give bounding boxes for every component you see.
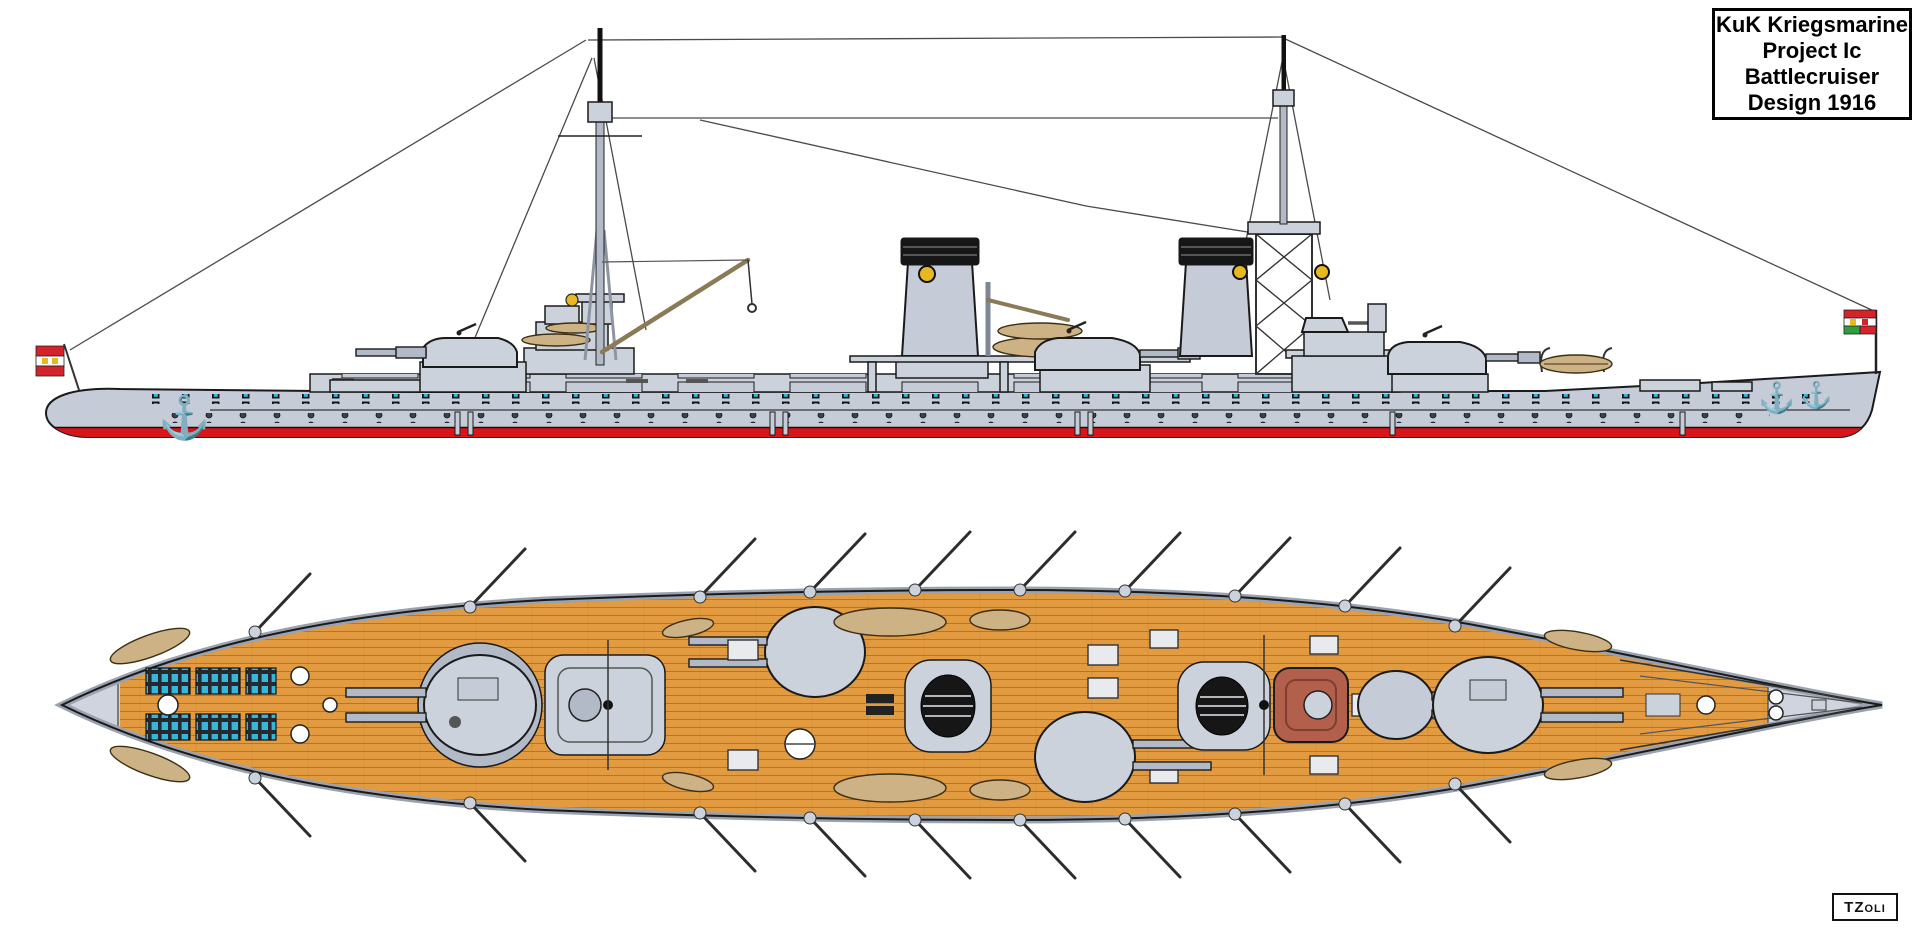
- secondary-turret: [1300, 317, 1350, 333]
- gun-barrel: [345, 687, 427, 698]
- conning-tower-top: [568, 688, 602, 722]
- deck-fittings-forward: [157, 666, 338, 744]
- capstan: [1768, 689, 1784, 705]
- rangefinder-tower: [1367, 303, 1387, 333]
- anchor-icon: ⚓: [1800, 380, 1832, 410]
- searchlight-icon: [1314, 264, 1330, 280]
- flagstaff: [63, 343, 80, 391]
- aft-superstructure: [1285, 303, 1405, 393]
- searchlight-icon: [918, 265, 936, 283]
- ship-boat: [521, 333, 591, 347]
- signature-text: TZoli: [1844, 898, 1886, 916]
- anchor-icon: ⚓: [158, 393, 210, 442]
- ship-boat: [1543, 757, 1613, 781]
- ship-boat: [833, 607, 947, 637]
- mainmast-top: [1259, 700, 1269, 710]
- deck-scuttle-row: [130, 394, 1830, 404]
- side-profile-view: ⚓ ⚓ ⚓: [35, 28, 1881, 442]
- anchor-icon: ⚓: [1758, 380, 1795, 415]
- deck-gear: [866, 706, 894, 715]
- plan-turret-a: [345, 642, 543, 768]
- rigging-lines: [69, 36, 1877, 351]
- ship-boat: [1543, 629, 1613, 653]
- ship-boat: [969, 609, 1031, 631]
- ship-boat: [833, 773, 947, 803]
- crows-nest: [1272, 89, 1295, 107]
- gun-barrel: [1132, 761, 1212, 771]
- ship-boat: [109, 745, 191, 783]
- hull-side: ⚓ ⚓ ⚓: [45, 371, 1881, 442]
- aa-gun: [457, 322, 477, 334]
- searchlight-icon: [1232, 264, 1248, 280]
- gun-barrel: [345, 712, 427, 723]
- bow-ensign-flag: [35, 343, 80, 391]
- conning-tower: [544, 305, 580, 325]
- ship-boat: [661, 617, 715, 639]
- ship-boat: [545, 322, 603, 334]
- ship-boat: [661, 771, 715, 793]
- top-plan-view: [40, 530, 1898, 880]
- searchlight-icon: [565, 293, 579, 307]
- crane-hook-icon: [747, 303, 757, 313]
- plan-turret-q: [1034, 711, 1212, 803]
- capstan: [1696, 695, 1716, 715]
- derrick-boom: [599, 257, 751, 355]
- funnel-2: [1178, 237, 1254, 357]
- turret-x: [1387, 324, 1541, 393]
- title-line: Design 1916: [1747, 90, 1877, 115]
- ship-boat: [109, 627, 191, 665]
- plan-turret-y: [1432, 656, 1624, 754]
- stern-deck-fittings: [1619, 659, 1863, 751]
- plan-aft-structure: [1273, 667, 1349, 743]
- aa-gun: [1067, 320, 1087, 332]
- porthole-row: [150, 413, 1770, 423]
- plan-bridge: [544, 617, 715, 793]
- aa-gun: [1423, 324, 1443, 336]
- capstan: [1768, 705, 1784, 721]
- title-line: Battlecruiser: [1744, 64, 1880, 89]
- boom-spars: [248, 530, 1512, 880]
- foremast: [558, 28, 757, 366]
- title-line: KuK Kriegsmarine: [1716, 12, 1908, 37]
- gun-barrel: [1540, 712, 1624, 723]
- mainmast: [1232, 35, 1330, 375]
- quarterdeck-fittings: [1539, 347, 1753, 392]
- stern-ensign-flag: [1843, 309, 1878, 374]
- title-box: KuK Kriegsmarine Project Ic Battlecruise…: [1712, 8, 1912, 120]
- crows-nest: [587, 101, 613, 123]
- waterline-stripe: [46, 428, 1880, 437]
- funnel-cap: [900, 237, 980, 266]
- title-line: Project Ic: [1762, 38, 1862, 63]
- deck-gear: [866, 694, 894, 703]
- gun-barrel: [1540, 687, 1624, 698]
- funnel-cap: [1178, 237, 1254, 266]
- turret-a: [355, 322, 527, 393]
- signature-box: TZoli: [1832, 893, 1898, 921]
- plan-bow-deck: [62, 590, 120, 820]
- plan-funnel-1: [904, 659, 992, 753]
- ship-boat: [969, 779, 1031, 801]
- plan-funnel-2: [1177, 635, 1271, 775]
- ship-boat: [997, 322, 1083, 340]
